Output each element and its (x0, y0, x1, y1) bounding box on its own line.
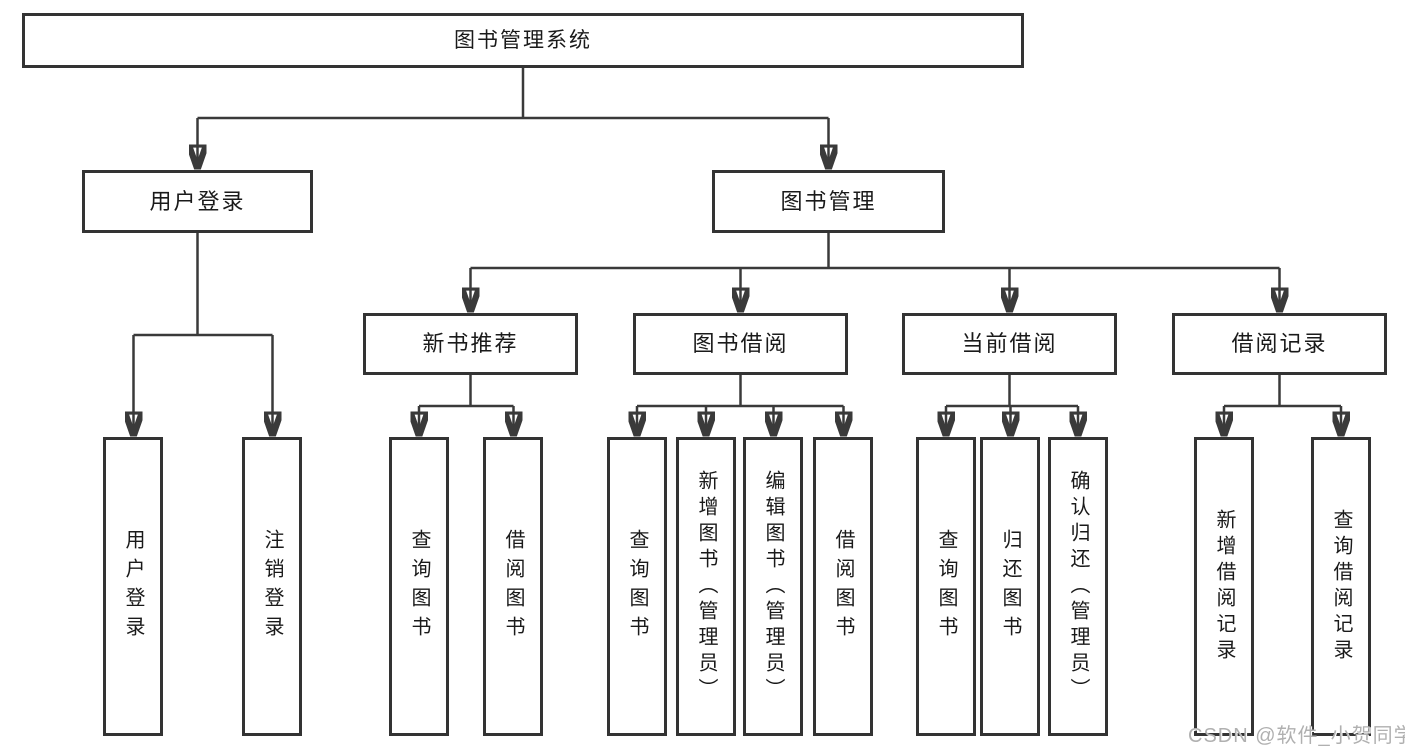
leaf-add-borrow-record: 新增借阅记录 (1194, 437, 1254, 736)
node-book-management: 图书管理 (712, 170, 945, 233)
leaf-query-books-1: 查询图书 (389, 437, 449, 736)
leaf-confirm-return-admin: 确认归还（管理员） (1048, 437, 1108, 736)
leaf-query-books-3: 查询图书 (916, 437, 976, 736)
watermark: CSDN @软件_小贺同学 (1188, 725, 1405, 747)
node-root: 图书管理系统 (22, 13, 1024, 68)
leaf-user-login: 用户登录 (103, 437, 163, 736)
node-current-borrow: 当前借阅 (902, 313, 1117, 375)
leaf-edit-book-admin: 编辑图书（管理员） (743, 437, 803, 736)
leaf-return-book: 归还图书 (980, 437, 1040, 736)
leaf-logout: 注销登录 (242, 437, 302, 736)
leaf-query-books-2: 查询图书 (607, 437, 667, 736)
leaf-add-book-admin: 新增图书（管理员） (676, 437, 736, 736)
leaf-borrow-books-2: 借阅图书 (813, 437, 873, 736)
node-borrow-records: 借阅记录 (1172, 313, 1387, 375)
node-book-borrow: 图书借阅 (633, 313, 848, 375)
node-user-login: 用户登录 (82, 170, 313, 233)
leaf-query-borrow-record: 查询借阅记录 (1311, 437, 1371, 736)
node-new-book-recommend: 新书推荐 (363, 313, 578, 375)
leaf-borrow-books-1: 借阅图书 (483, 437, 543, 736)
